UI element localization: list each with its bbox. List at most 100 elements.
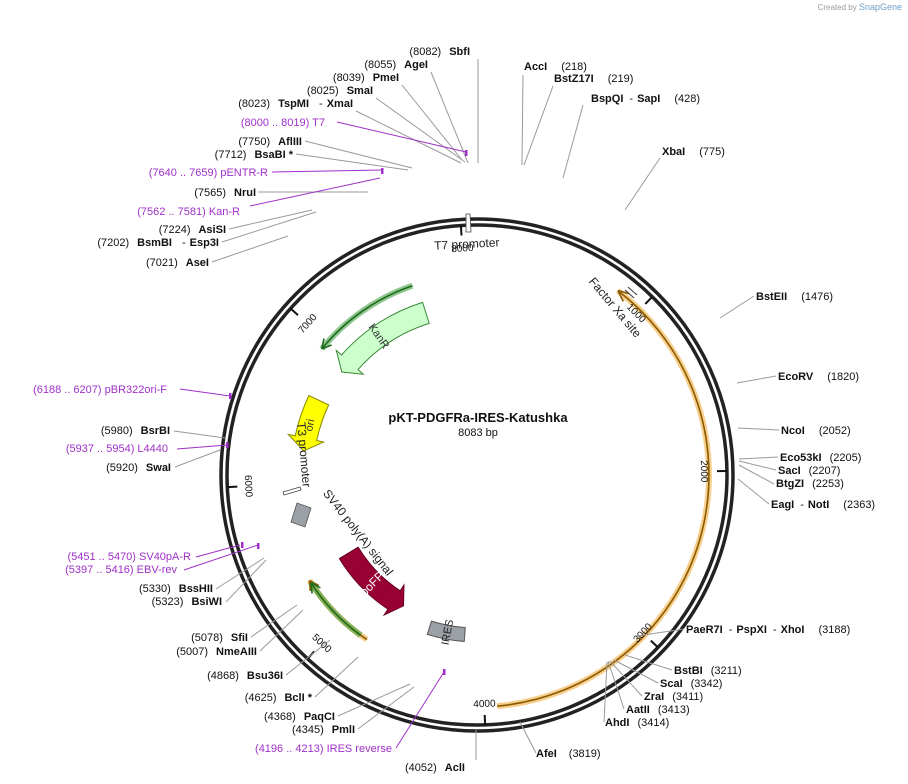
- site-asisi[interactable]: (7224)AsiSI: [159, 224, 226, 236]
- site-name-2: XmaI: [327, 98, 353, 110]
- site-name: AsiSI: [198, 224, 226, 236]
- site-eco53ki[interactable]: Eco53kI(2205): [780, 452, 861, 464]
- site-bsabi[interactable]: (7712)BsaBI *: [215, 149, 294, 161]
- site-name: SbfI: [449, 46, 470, 58]
- site-swai[interactable]: (5920)SwaI: [106, 462, 171, 474]
- site-leader-line: [519, 721, 537, 754]
- site-afei[interactable]: AfeI(3819): [536, 748, 601, 760]
- svg-text:(5980)BsrBI: (5980)BsrBI: [101, 425, 170, 437]
- site-bcli[interactable]: (4625)BclI *: [245, 692, 313, 704]
- site-zrai[interactable]: ZraI(3411): [644, 691, 703, 703]
- site-bsrbi[interactable]: (5980)BsrBI: [101, 425, 170, 437]
- site-leader-line: [357, 686, 415, 730]
- site-bstz17i[interactable]: BstZ17I(219): [554, 73, 633, 85]
- site-bsteii[interactable]: BstEII(1476): [756, 291, 833, 303]
- primer-label-ires-reverse[interactable]: (4196 .. 4213) IRES reverse: [255, 743, 392, 755]
- site-saci[interactable]: SacI(2207): [778, 465, 840, 477]
- site-ncoi[interactable]: NcoI(2052): [781, 425, 851, 437]
- primer-arc[interactable]: [497, 290, 710, 707]
- site-xbai[interactable]: XbaI(775): [662, 146, 725, 158]
- svg-text:ScaI(3342): ScaI(3342): [660, 678, 722, 690]
- primer-label-l4440[interactable]: (5937 .. 5954) L4440: [66, 443, 168, 455]
- site-leader-line: [609, 660, 643, 697]
- site-bsu36i[interactable]: (4868)Bsu36I: [207, 670, 283, 682]
- site-leader-line: [562, 104, 584, 179]
- site-pos: (5330): [139, 583, 171, 595]
- site-scai[interactable]: ScaI(3342): [660, 678, 722, 690]
- site-sbfi[interactable]: (8082)SbfI: [409, 46, 470, 58]
- site-bsshii[interactable]: (5330)BssHII: [139, 583, 213, 595]
- site-aatii[interactable]: AatII(3413): [626, 704, 690, 716]
- site-name: BstBI: [674, 665, 703, 677]
- site-bspqi-sapi[interactable]: BspQI-SapI(428): [591, 93, 700, 105]
- snapgene-credit: Created by SnapGene: [818, 2, 902, 12]
- site-leader-line: [375, 97, 466, 163]
- backbone-inner-strand: [225, 223, 729, 727]
- site-bsmbi-esp3i[interactable]: (7202)BsmBI-Esp3I: [97, 237, 219, 249]
- primer-arc[interactable]: [321, 284, 413, 350]
- primer-site-mark: [226, 442, 229, 448]
- tick-label: 7000: [297, 312, 320, 336]
- site-name: SwaI: [146, 462, 171, 474]
- svg-text:AatII(3413): AatII(3413): [626, 704, 690, 716]
- site-pmei[interactable]: (8039)PmeI: [333, 72, 399, 84]
- tick-mark: [644, 296, 654, 305]
- feature-ori[interactable]: [286, 394, 330, 452]
- site-name: BsaBI *: [254, 149, 293, 161]
- site-sfii[interactable]: (5078)SfiI: [191, 632, 248, 644]
- primer-site-mark: [229, 393, 232, 399]
- feature-kanr[interactable]: [335, 301, 430, 375]
- primer-label-t7[interactable]: (8000 .. 8019) T7: [241, 117, 325, 129]
- site-acci[interactable]: AccI(218): [524, 61, 587, 73]
- tick-mark: [227, 485, 238, 489]
- site-bsiwi[interactable]: (5323)BsiWI: [152, 596, 222, 608]
- primer-arc[interactable]: [310, 582, 362, 636]
- svg-text:BtgZI(2253): BtgZI(2253): [776, 478, 844, 490]
- site-leader-line: [211, 235, 289, 263]
- primer-label-pbr322ori-f[interactable]: (6188 .. 6207) pBR322ori-F: [33, 384, 167, 396]
- primer-label-pentr-r[interactable]: (7640 .. 7659) pENTR-R: [149, 167, 268, 179]
- site-paqci[interactable]: (4368)PaqCI: [264, 711, 335, 723]
- site-btgzi[interactable]: BtgZI(2253): [776, 478, 844, 490]
- feature-ires[interactable]: [426, 620, 466, 643]
- site-pmli[interactable]: (4345)PmlI: [292, 724, 355, 736]
- svg-text:XbaI(775): XbaI(775): [662, 146, 725, 158]
- site-ahdi[interactable]: AhdI(3414): [605, 717, 669, 729]
- feature-turbofp635[interactable]: [338, 546, 405, 617]
- primer-label-kan-r[interactable]: (7562 .. 7581) Kan-R: [137, 206, 240, 218]
- site-name: AflIII: [278, 136, 302, 148]
- site-pos: (219): [608, 73, 634, 85]
- site-agei[interactable]: (8055)AgeI: [364, 59, 428, 71]
- site-pos: (4052): [405, 762, 437, 774]
- site-pos: (2052): [819, 425, 851, 437]
- site-paer7i-pspxi-xhoi[interactable]: PaeR7I-PspXI-XhoI(3188): [686, 624, 850, 636]
- site-name: BstEII: [756, 291, 787, 303]
- t3-promoter-glyph: [282, 486, 302, 496]
- primer-leader-line: [176, 444, 228, 450]
- svg-text:Eco53kI(2205): Eco53kI(2205): [780, 452, 861, 464]
- site-nrui[interactable]: (7565)NruI: [194, 187, 256, 199]
- site-leader-line: [607, 660, 625, 710]
- site-leader-line: [624, 157, 661, 211]
- site-pos: (3413): [658, 704, 690, 716]
- site-name: TspMI: [278, 98, 309, 110]
- site-ecorv[interactable]: EcoRV(1820): [778, 371, 859, 383]
- primer-label-ebv-rev[interactable]: (5397 .. 5416) EBV-rev: [65, 564, 177, 576]
- site-acli[interactable]: (4052)AclI: [405, 762, 465, 774]
- site-tspmi-xmai[interactable]: (8023)TspMI-XmaI: [238, 98, 353, 110]
- site-asei[interactable]: (7021)AseI: [146, 257, 209, 269]
- site-bstbi[interactable]: BstBI(3211): [674, 665, 742, 677]
- primer-site-mark: [443, 669, 446, 675]
- site-eagi-noti[interactable]: EagI-NotI(2363): [771, 499, 875, 511]
- site-nmeaiii[interactable]: (5007)NmeAIII: [176, 646, 257, 658]
- site-afliii[interactable]: (7750)AflIII: [238, 136, 302, 148]
- site-leader-line: [521, 74, 524, 166]
- factor-xa-glyph-2: [627, 286, 638, 296]
- primer-site-mark: [257, 543, 260, 549]
- primer-label-sv40pa-r[interactable]: (5451 .. 5470) SV40pA-R: [67, 551, 191, 563]
- site-smai[interactable]: (8025)SmaI: [307, 85, 373, 97]
- site-pos: (3342): [691, 678, 723, 690]
- site-name: BtgZI: [776, 478, 804, 490]
